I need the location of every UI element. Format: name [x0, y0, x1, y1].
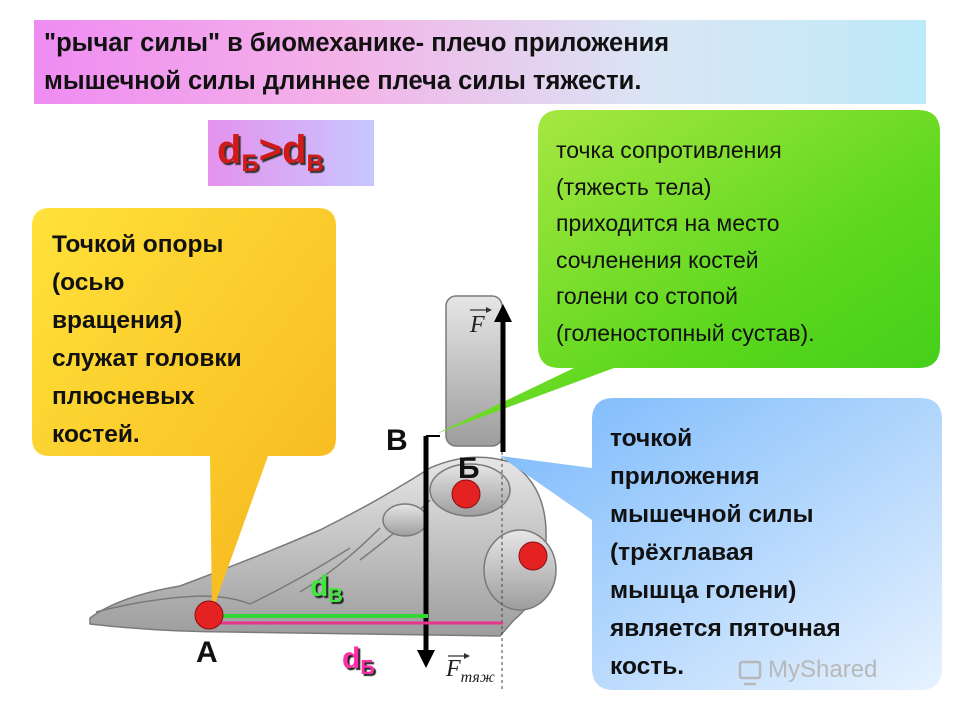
- bottom-right-callout-text: точкой приложения мышечной силы (трёхгла…: [610, 420, 940, 686]
- green-line: точка сопротивления: [556, 137, 782, 163]
- phalanges: [95, 595, 251, 613]
- point-b-label: Б: [458, 452, 480, 485]
- calcaneus-bone: [483, 529, 557, 611]
- green-line: приходится на место: [556, 210, 780, 236]
- formula-box: [208, 120, 374, 186]
- gravity-force-label: Fтяж: [446, 656, 495, 687]
- heel-point: [518, 541, 548, 571]
- watermark-text: MyShared: [768, 656, 878, 683]
- title-banner: [34, 20, 926, 104]
- ft-letter: F: [446, 656, 461, 682]
- resistance-point: [451, 479, 481, 509]
- point-a-label: А: [196, 636, 218, 669]
- left-line: служат головки: [52, 345, 242, 372]
- title-line-2: мышечной силы длиннее плеча силы тяжести…: [44, 67, 642, 95]
- green-line: (тяжесть тела): [556, 173, 712, 200]
- green-line: (голеностопный сустав).: [556, 319, 815, 346]
- f-vector-overbar-tip: [486, 307, 492, 313]
- gravity-force-arrowhead: [417, 650, 435, 668]
- navicular-bone: [382, 503, 428, 537]
- lever-arm-dv-label: dВ: [310, 570, 343, 608]
- slide-title: "рычаг силы" в биомеханике- плечо прилож…: [44, 24, 904, 100]
- db-letter: d: [342, 642, 361, 675]
- top-right-callout-bubble: [436, 110, 940, 434]
- formula-sub2: В: [306, 150, 324, 177]
- ft-subscript: тяж: [460, 668, 495, 686]
- blue-line: кость.: [610, 653, 685, 680]
- green-line: сочленения костей: [556, 246, 759, 273]
- point-v-label: В: [386, 424, 408, 457]
- formula-d1: d: [217, 128, 242, 172]
- fulcrum-point-a: [194, 600, 224, 630]
- blue-line: мышечной силы: [610, 501, 814, 528]
- dv-subscript: В: [328, 585, 343, 607]
- lever-arm-db-label: dБ: [342, 642, 375, 680]
- formula-d2: d: [282, 128, 307, 172]
- myshared-logo-icon: [738, 660, 762, 686]
- formula-operator: >: [258, 128, 283, 172]
- db-subscript: Б: [360, 657, 375, 679]
- green-line: голени со стопой: [556, 283, 738, 309]
- left-line: Точкой опоры: [52, 231, 224, 258]
- title-line-1: "рычаг силы" в биомеханике- плечо прилож…: [44, 29, 670, 57]
- ft-vector-overbar-tip: [464, 653, 470, 659]
- left-line: (осью: [52, 269, 125, 296]
- left-line: вращения): [52, 307, 183, 334]
- dv-letter: d: [310, 570, 329, 603]
- blue-line: мышца голени): [610, 577, 797, 604]
- muscle-force-label: F: [470, 312, 485, 338]
- foot-bones: [89, 456, 547, 637]
- left-line: костей.: [52, 421, 140, 448]
- blue-line: приложения: [610, 463, 760, 490]
- formula-db-gt-dv: dБ>dВ: [217, 128, 324, 178]
- left-callout-bubble: [32, 208, 336, 612]
- blue-line: (трёхглавая: [610, 539, 754, 566]
- left-line: плюсневых: [52, 383, 195, 410]
- muscle-force-arrowhead: [494, 304, 512, 322]
- bottom-right-callout-bubble: [500, 398, 942, 690]
- left-callout-text: Точкой опоры (осью вращения) служат голо…: [52, 226, 322, 454]
- blue-line: точкой: [610, 425, 693, 452]
- blue-line: является пяточная: [610, 615, 841, 642]
- top-right-callout-text: точка сопротивления (тяжесть тела) прихо…: [556, 132, 936, 351]
- formula-sub1: Б: [241, 150, 259, 177]
